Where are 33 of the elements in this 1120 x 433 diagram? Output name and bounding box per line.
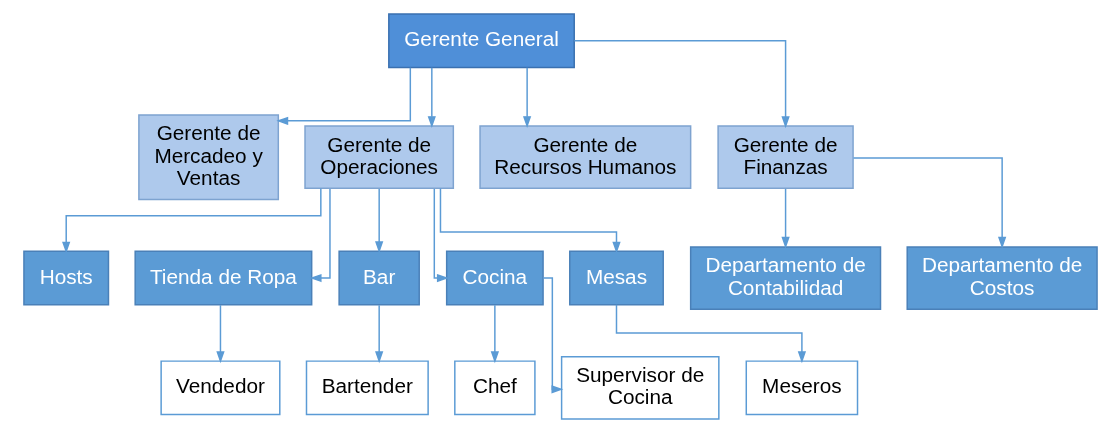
arrow: [374, 304, 383, 364]
arrow: [309, 188, 331, 283]
node-box: Departamento de Costos: [905, 246, 1098, 310]
node-box: Cocina: [445, 250, 544, 306]
arrow: [61, 187, 322, 254]
arrow: [780, 188, 790, 249]
node-box: Departamento de Contabilidad: [689, 246, 881, 310]
node-box: Supervisor de Cocina: [560, 355, 720, 420]
node-box: Meseros: [745, 360, 858, 416]
node-box: Mesas: [568, 250, 664, 306]
node-box: Chef: [453, 360, 536, 416]
node-box: Gerente General: [387, 13, 575, 69]
arrow: [542, 277, 563, 394]
arrow: [439, 187, 621, 254]
arrow: [852, 157, 1006, 249]
node-box: Bar: [337, 250, 420, 306]
arrow: [374, 188, 383, 254]
node-box: Hosts: [22, 250, 109, 306]
arrow: [615, 304, 806, 364]
node-box: Gerente de Recursos Humanos: [478, 125, 691, 190]
arrow: [215, 304, 225, 364]
arrow: [275, 67, 411, 125]
arrow: [427, 67, 436, 128]
node-box: Gerente de Mercadeo y Ventas: [137, 114, 279, 201]
node-box: Vendedor: [159, 360, 281, 416]
node-box: Gerente de Finanzas: [716, 125, 854, 190]
arrow: [433, 188, 449, 283]
arrow: [522, 67, 531, 128]
node-box: Bartender: [305, 360, 429, 416]
node-box: Tienda de Ropa: [133, 250, 312, 306]
node-box: Gerente de Operaciones: [303, 125, 454, 190]
arrow: [490, 304, 499, 364]
arrow: [573, 40, 790, 129]
